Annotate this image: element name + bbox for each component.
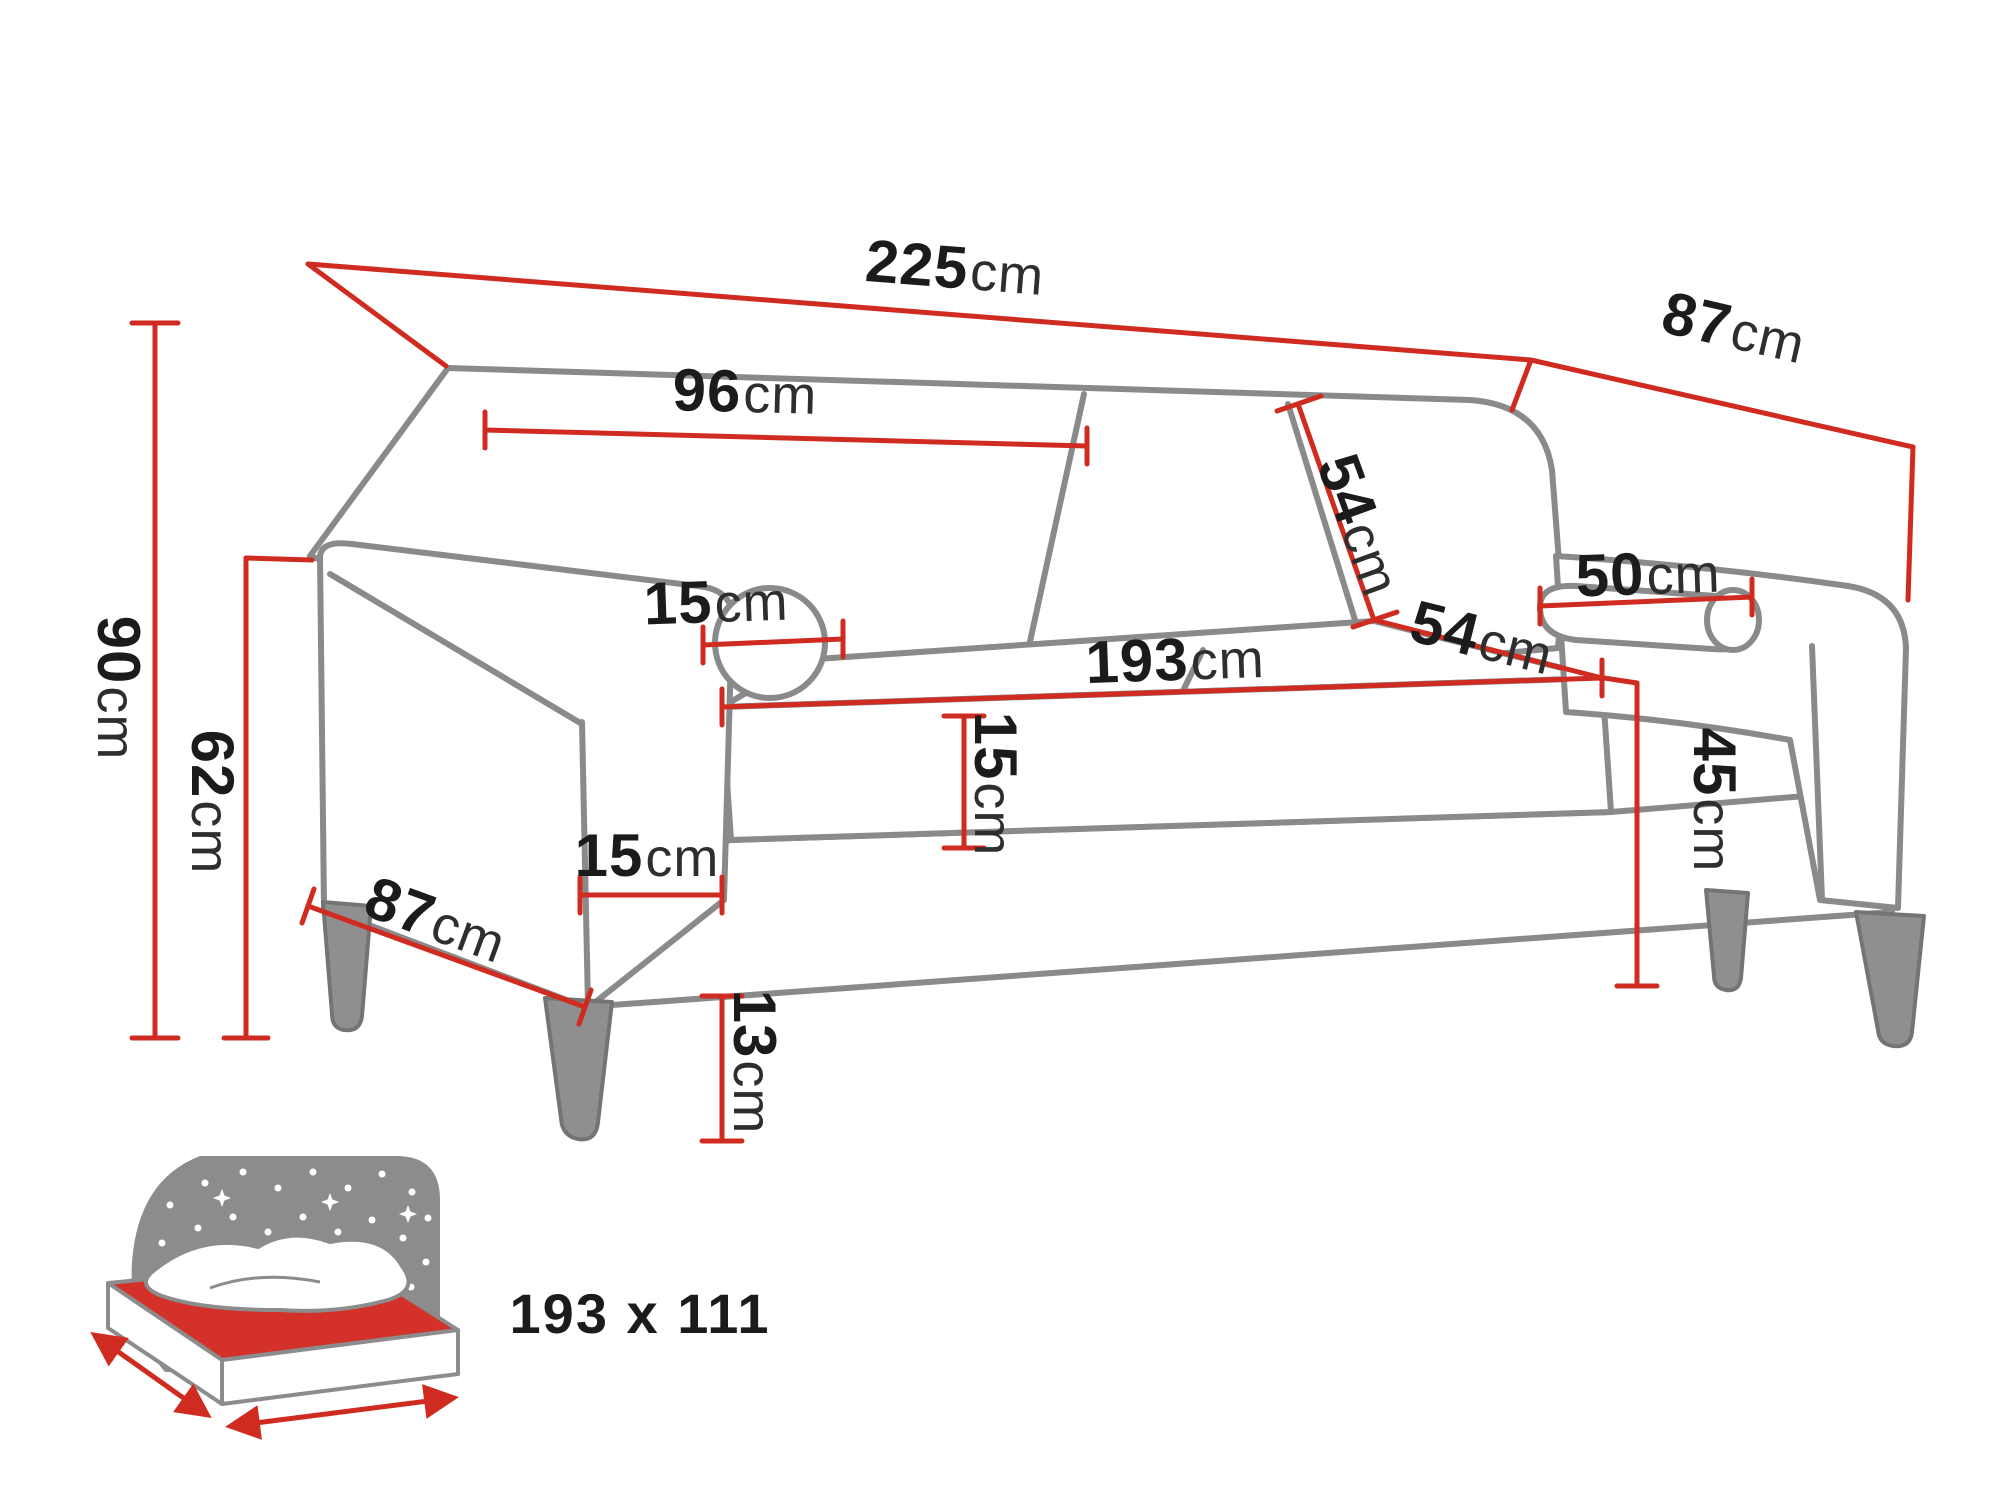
dim-tick-87-left	[299, 886, 317, 926]
dim-line-seat-height	[1601, 675, 1640, 989]
blanket	[143, 1233, 411, 1313]
sleeping-function-icon	[90, 1156, 460, 1440]
sofa-bolster-right-endcap	[1704, 587, 1762, 653]
dim-tick-87-right	[576, 987, 594, 1027]
arrow-width	[225, 1384, 459, 1440]
dim-line-backrest-height	[1295, 401, 1377, 623]
dim-line-seat-width	[719, 675, 1605, 710]
dim-ext-total-width-mid	[1509, 357, 1534, 413]
dim-line-seat-depth	[1371, 617, 1605, 681]
dim-line-backrest-width	[482, 427, 1090, 449]
dim-line-total-width	[305, 261, 1534, 363]
sofa-leg-front-right	[1854, 910, 1926, 1049]
blanket-fold	[209, 1275, 321, 1290]
dimension-lines	[129, 261, 1916, 1144]
sofa-leg-back-right	[1704, 888, 1750, 993]
sofa-leg-back-left	[321, 900, 373, 1033]
dim-line-bolster-diameter	[700, 636, 846, 648]
sofa-leg-front-left	[543, 996, 614, 1142]
sofa-backrest-seam-left	[1023, 391, 1087, 663]
sofa-armrest-left	[317, 540, 736, 1011]
sofa-armrest-left-front-edge	[579, 719, 591, 1009]
sofa-backrest-seam-right	[1285, 401, 1363, 639]
dim-tick-54b-top	[1274, 393, 1324, 414]
dim-ext-depth-top-right	[1905, 444, 1916, 603]
sofa-armrest-right-edge	[1809, 643, 1825, 903]
dim-line-base-depth	[305, 903, 588, 1010]
dim-line-depth-top	[1528, 357, 1916, 450]
arrow-depth	[90, 1331, 212, 1419]
sofa-drawing	[307, 365, 1926, 1142]
sofa-armrest-left-top-edge	[327, 571, 585, 727]
dim-tick-62-top	[243, 555, 315, 563]
dim-line-bolster-length	[1537, 594, 1755, 609]
dim-ext-total-width-left	[305, 261, 449, 369]
